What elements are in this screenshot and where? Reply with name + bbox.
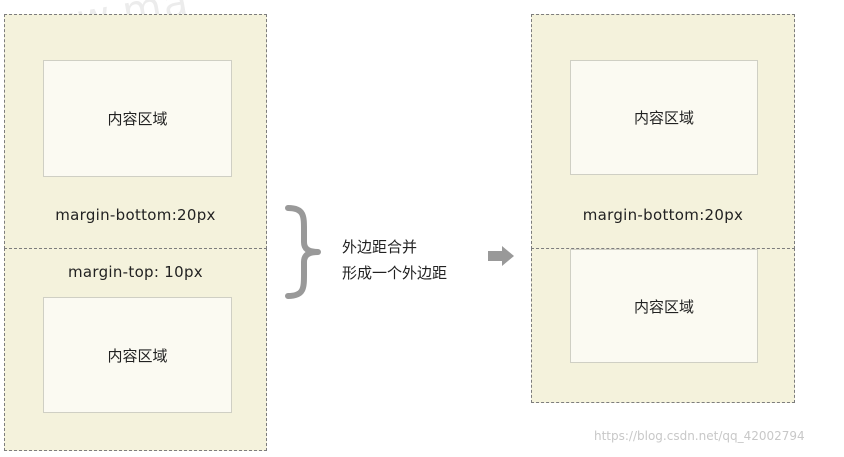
right-arrow-icon (488, 246, 514, 266)
left-top-box: 内容区域 margin-bottom:20px (4, 14, 267, 249)
left-bottom-box: margin-top: 10px 内容区域 (4, 248, 267, 451)
right-top-margin-label: margin-bottom:20px (582, 206, 744, 224)
right-bottom-content-area: 内容区域 (570, 249, 758, 363)
left-bottom-content-area: 内容区域 (43, 297, 232, 413)
left-top-margin-label: margin-bottom:20px (55, 206, 216, 224)
right-top-content-area: 内容区域 (570, 60, 758, 175)
merge-text-line2: 形成一个外边距 (342, 264, 448, 282)
right-top-box: 内容区域 margin-bottom:20px (531, 14, 795, 249)
watermark-bottom: https://blog.csdn.net/qq_42002794 (594, 429, 805, 443)
merge-description: 外边距合并 形成一个外边距 (342, 234, 447, 286)
left-bottom-margin-label: margin-top: 10px (67, 263, 203, 281)
right-bottom-box: 内容区域 (531, 248, 795, 403)
merge-text-line1: 外边距合并 (342, 238, 418, 256)
brace-icon (285, 205, 321, 299)
left-top-content-area: 内容区域 (43, 60, 232, 177)
